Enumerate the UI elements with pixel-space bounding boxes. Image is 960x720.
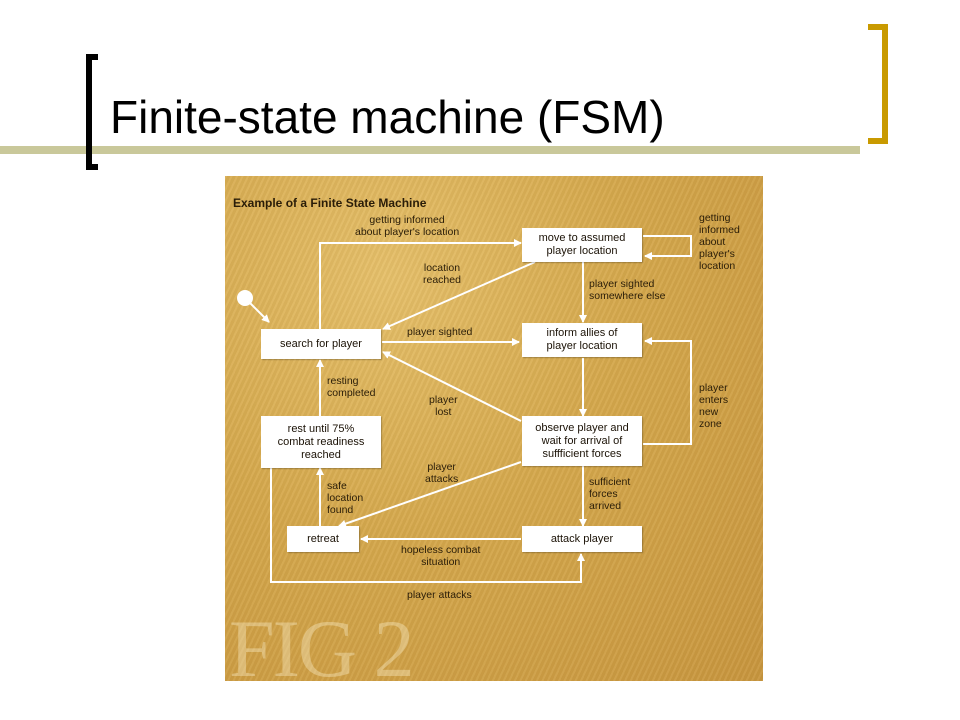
label-player-attacks-mid: player attacks bbox=[425, 461, 459, 485]
label-player-lost: player lost bbox=[429, 394, 458, 418]
label-sufficient-forces: sufficient forces arrived bbox=[589, 476, 631, 512]
arrow-rest-to-attack bbox=[270, 446, 585, 583]
arrow-observe-to-retreat bbox=[338, 461, 522, 528]
label-getting-informed-top: getting informed about player's location bbox=[355, 214, 460, 238]
fsm-figure: Example of a Finite State Machine FIG 2 … bbox=[225, 176, 763, 681]
state-inform-allies: inform allies of player location bbox=[522, 323, 642, 357]
arrow-initial bbox=[249, 302, 270, 323]
state-retreat: retreat bbox=[287, 526, 359, 552]
right-bracket-decoration bbox=[868, 24, 888, 144]
arrow-search-to-move bbox=[319, 239, 522, 329]
figure-heading: Example of a Finite State Machine bbox=[233, 196, 427, 210]
fsm-arrows bbox=[237, 235, 692, 583]
fig-stamp-watermark: FIG 2 bbox=[229, 603, 415, 681]
arrow-observe-to-search bbox=[382, 351, 522, 422]
arrow-observe-to-inform bbox=[643, 337, 692, 445]
slide-title: Finite-state machine (FSM) bbox=[110, 91, 665, 143]
label-resting-completed: resting completed bbox=[327, 375, 376, 399]
label-player-sighted: player sighted bbox=[407, 326, 473, 338]
state-search-for-player: search for player bbox=[261, 329, 381, 359]
label-player-attacks-bottom: player attacks bbox=[407, 589, 472, 601]
label-hopeless-combat: hopeless combat situation bbox=[401, 544, 481, 568]
label-getting-informed-side: getting informed about player's location bbox=[699, 212, 740, 272]
state-attack-player: attack player bbox=[522, 526, 642, 552]
state-rest: rest until 75% combat readiness reached bbox=[261, 416, 381, 468]
label-player-sighted-elsewhere: player sighted somewhere else bbox=[589, 278, 666, 302]
state-move-to-location: move to assumed player location bbox=[522, 228, 642, 262]
left-bracket-decoration bbox=[86, 54, 98, 170]
label-safe-location-found: safe location found bbox=[327, 480, 364, 516]
title-underline-bar bbox=[0, 146, 860, 154]
arrow-move-self-loop bbox=[643, 235, 692, 260]
label-location-reached: location reached bbox=[423, 262, 461, 286]
state-observe-player: observe player and wait for arrival of s… bbox=[522, 416, 642, 466]
initial-state-dot bbox=[237, 290, 253, 306]
label-player-enters-zone: player enters new zone bbox=[699, 382, 729, 430]
arrow-move-to-search bbox=[382, 261, 536, 330]
